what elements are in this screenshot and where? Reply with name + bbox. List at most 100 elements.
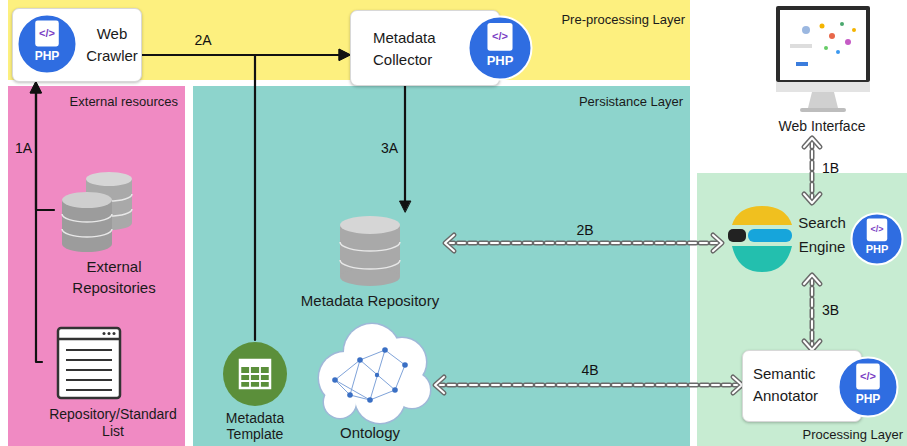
php-badge — [837, 356, 899, 418]
connector-line — [36, 92, 54, 210]
badge-circle — [852, 214, 903, 265]
connector-line — [811, 140, 813, 201]
connector-line — [404, 86, 406, 202]
arrow-connector — [31, 82, 55, 210]
badge-circle — [839, 358, 898, 417]
cylinder-top — [62, 192, 112, 208]
graph-dot — [347, 392, 353, 398]
connector-line — [437, 384, 740, 386]
logo-part — [732, 246, 792, 272]
arrow-head — [435, 377, 444, 393]
cloud-outline — [319, 324, 430, 423]
text-slot: Processing Layer — [767, 427, 903, 443]
arrow-head — [804, 341, 820, 350]
process-box: Metadata Collector</>PHP — [350, 10, 500, 86]
monitor-frame — [776, 6, 870, 82]
screen-dot — [836, 50, 840, 54]
table-header — [240, 360, 270, 367]
connector-line — [437, 383, 740, 388]
text-slot: </> — [837, 370, 899, 383]
graph-dot — [392, 387, 398, 393]
screen-dot — [802, 26, 810, 34]
graph-dot — [367, 397, 373, 403]
cylinder-top — [340, 216, 400, 234]
screen-dot — [840, 22, 844, 26]
callout-number: 4B — [575, 362, 605, 379]
text-slot: PHP — [467, 53, 533, 69]
database-icon — [340, 216, 400, 286]
cylinder-band — [62, 214, 112, 237]
connector-line — [810, 140, 815, 201]
callout-number: 1A — [12, 140, 32, 157]
text-slot: External resources — [60, 94, 178, 110]
cylinder-top — [86, 172, 132, 186]
arrow-head — [400, 201, 411, 212]
arrow-head — [31, 82, 42, 93]
callout-number: 2A — [188, 32, 218, 49]
connector-line — [811, 277, 813, 348]
php-label: PHP — [850, 243, 904, 256]
php-icon: </> PHP — [467, 15, 533, 81]
arrow-head — [445, 235, 454, 251]
graph-dot — [375, 373, 379, 377]
php-badge — [16, 13, 78, 75]
layer-panel: External resourcesExternal RepositoriesR… — [8, 86, 185, 446]
callout-number: 2B — [570, 222, 600, 239]
logo-part — [728, 229, 746, 242]
document-lines — [66, 350, 112, 390]
graph-dot — [402, 362, 408, 368]
node-label: Web Crawler — [83, 23, 141, 67]
document-dot — [113, 332, 116, 335]
screen-dot — [852, 28, 856, 32]
text-slot: Persistance Layer — [553, 94, 683, 110]
text-slot: </> — [850, 224, 904, 235]
ontology-cloud — [319, 324, 430, 423]
logo-part — [748, 229, 792, 242]
text-slot: </> — [467, 30, 533, 43]
cylinder-band — [340, 242, 400, 269]
monitor-screen — [780, 10, 866, 80]
connector-line — [447, 242, 720, 244]
text-slot: PHP — [837, 392, 899, 406]
list-node: Repository/Standard List — [42, 322, 184, 446]
text-slot: Search Engine — [794, 211, 850, 259]
screen-dot — [824, 46, 828, 50]
node-label: External Repositories — [54, 256, 174, 298]
php-label: PHP — [837, 392, 899, 406]
node-label: Metadata Repository — [295, 292, 445, 310]
layer-title: Pre-processing Layer — [545, 12, 685, 28]
text-slot: 3B — [822, 302, 846, 319]
screen-dot — [829, 33, 835, 39]
template-icon — [223, 342, 287, 406]
node-label: Metadata Collector — [373, 27, 463, 71]
arrow-head — [804, 341, 820, 350]
process-box: Web Crawler </> PHP — [12, 8, 142, 82]
cloud-fill — [319, 324, 430, 423]
arrow-head — [804, 138, 820, 147]
text-slot: Ontology — [305, 424, 435, 442]
php-badge — [467, 15, 533, 81]
arrow-head — [445, 235, 454, 251]
monitor-base — [800, 108, 846, 112]
graph-dot — [357, 357, 363, 363]
callout-number: 1B — [822, 160, 846, 177]
text-slot: Semantic Annotator — [753, 363, 833, 407]
arrow-head — [339, 50, 350, 61]
template-node: Metadata Template — [205, 340, 305, 444]
screen-button — [796, 62, 808, 66]
process-box: Semantic Annotator</>PHP — [742, 350, 862, 422]
arrow-head — [339, 50, 350, 61]
dashed-connector — [435, 377, 742, 393]
arrow-head — [804, 138, 820, 147]
text-slot: Pre-processing Layer — [545, 12, 685, 28]
code-symbol: </> — [16, 27, 78, 40]
text-slot: PHP — [16, 49, 78, 63]
search-engine-node: Search Engine</> PHP — [722, 203, 905, 275]
layer-band: Pre-processing LayerWeb Crawler</>PHPMet… — [8, 0, 690, 80]
connector-line — [447, 241, 720, 246]
text-slot: Metadata Repository — [295, 292, 445, 310]
arrow-head — [733, 377, 742, 393]
database-node: Metadata Repository — [295, 212, 445, 312]
text-slot: Metadata Template — [205, 410, 305, 442]
